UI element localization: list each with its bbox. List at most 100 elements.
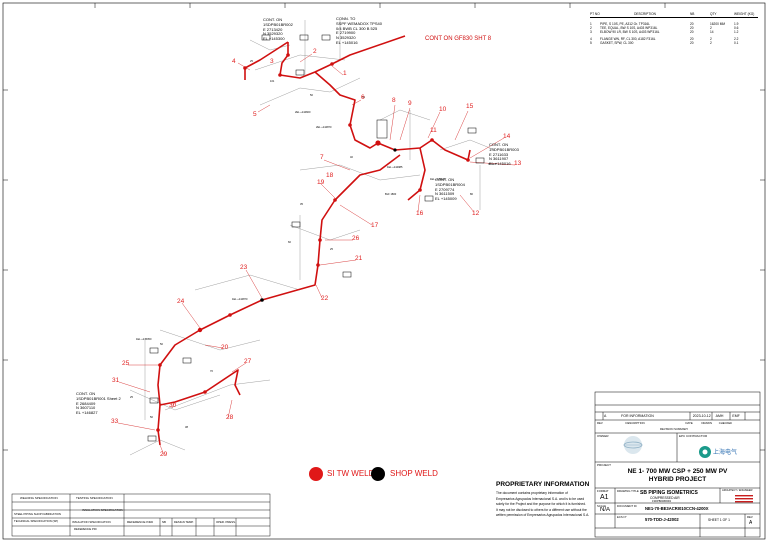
- weld-callout-leaders: [117, 53, 516, 456]
- scale-value: N/A: [600, 507, 611, 513]
- si-tw-weld-label: SI TW WELD: [327, 469, 375, 478]
- weld-number: 12: [472, 210, 480, 217]
- proprietary-text: The document contains proprietary inform…: [496, 491, 590, 517]
- continuation-note-top-left: CONT. ON 1SDPB01BR002 E 2713420 N 352932…: [263, 17, 293, 42]
- weld-number: 26: [352, 235, 360, 242]
- scale-label: SCALE: [597, 504, 607, 508]
- rev-value: A: [749, 520, 753, 526]
- svg-text:60: 60: [288, 240, 291, 244]
- weld-number: 18: [326, 172, 334, 179]
- epc-logo-text: 上海电气: [713, 450, 738, 456]
- weld-number: 6: [361, 94, 365, 101]
- weld-number: 27: [244, 358, 252, 365]
- weld-number: 24: [177, 298, 185, 305]
- insulation-spec-header: INSULATION SPECIFICATION: [82, 508, 124, 512]
- svg-text:50: 50: [310, 93, 313, 97]
- sheet-number: SHEET 1 OF 1: [708, 518, 730, 522]
- format-label: FORMAT: [597, 489, 609, 493]
- si-tw-weld-symbol: [309, 467, 323, 481]
- svg-text:25: 25: [130, 395, 133, 399]
- revision-summary: REVISION SUMMARY: [660, 427, 689, 431]
- architect-logo: [735, 495, 753, 503]
- weld-number: 7: [320, 154, 324, 161]
- shop-weld-label: SHOP WELD: [390, 469, 438, 478]
- owner-logo: [623, 436, 643, 454]
- continuation-note-right: CONT. ON 1SDPB01BR003 E 2711633 N 361190…: [489, 142, 519, 167]
- format-value: A1: [600, 494, 609, 501]
- weld-number: 11: [430, 127, 437, 134]
- project-title-line-2: HYBRID PROJECT: [648, 476, 707, 483]
- consultant-label: ARCHITECT / ENGINEER: [722, 489, 753, 492]
- weld-number: 10: [439, 106, 447, 113]
- technical-spec-value: TECHNICAL SPECIFICATION (SP): [14, 519, 59, 523]
- weld-number: 1: [343, 70, 347, 77]
- svg-text:1EL +145050: 1EL +145050: [136, 337, 152, 341]
- svg-text:25: 25: [250, 59, 253, 63]
- svg-text:55: 55: [362, 95, 365, 99]
- field-welds: [156, 53, 470, 432]
- proprietary-information: PROPRIETARY INFORMATION The document con…: [496, 481, 591, 519]
- svg-text:38: 38: [185, 425, 188, 429]
- bom-header: PT NO DESCRIPTION NB QTY WEIGHT (KG): [590, 12, 758, 18]
- weld-number: 23: [240, 264, 248, 271]
- continuation-note-mid: CONT. ON 1SDPB01BR004 E 2709774 N 361150…: [435, 177, 465, 202]
- svg-text:80: 80: [470, 192, 473, 196]
- shop-welds: [260, 148, 397, 302]
- epc-label: EPC CONTRACTOR: [679, 434, 708, 438]
- drawing-title-line-3: 1SDPB01BR001: [652, 500, 672, 503]
- svg-text:25: 25: [330, 247, 333, 251]
- proprietary-heading: PROPRIETARY INFORMATION: [496, 481, 590, 488]
- weld-number: 28: [226, 414, 234, 421]
- svg-text:BLF 1800: BLF 1800: [385, 192, 397, 196]
- welding-spec-header: WELDING SPECIFICATION: [20, 496, 58, 500]
- weld-number: 9: [408, 100, 412, 107]
- weld-number: 2: [313, 48, 317, 55]
- owner-label: OWNER: [597, 434, 609, 438]
- project-label: PROJECT: [597, 463, 612, 467]
- weld-number: 33: [111, 418, 119, 425]
- svg-text:1EL +145100: 1EL +145100: [430, 177, 446, 181]
- weld-number: 25: [122, 360, 130, 367]
- ecs-label: ECS N°: [617, 515, 627, 519]
- weld-number: 16: [416, 210, 424, 217]
- continuation-note-bottom-left: CONT. ON 1SDPB01BR001 Sheet 2 E 2684409 …: [76, 391, 121, 416]
- svg-text:2EL +144820: 2EL +144820: [295, 110, 311, 114]
- epc-logo: [699, 446, 711, 458]
- connection-note: CONN. TO SSPF WEMADOX TPS40 0/4 BWB CL 3…: [336, 16, 382, 45]
- drawing-title-label: DRAWING TITLE: [617, 489, 639, 493]
- weld-number: 30: [169, 402, 177, 409]
- weld-number: 22: [321, 295, 329, 302]
- drawing-title-line-1: SB PIPING ISOMETRICS: [640, 490, 698, 496]
- weld-number: 5: [253, 111, 257, 118]
- reference-pid-value: REFERENCE PID: [74, 527, 97, 531]
- svg-text:35: 35: [300, 202, 303, 206]
- testing-spec-header: TESTING SPECIFICATION: [76, 496, 113, 500]
- weld-number: 15: [466, 103, 474, 110]
- project-title-line-1: NE 1- 700 MW CSP + 250 MW PV: [627, 468, 728, 475]
- instrument-tags: [147, 34, 485, 442]
- svg-text:ITC 1/P: ITC 1/P: [488, 162, 497, 166]
- shop-weld-symbol: [371, 467, 385, 481]
- document-id-label: DOCUMENT ID: [617, 504, 637, 508]
- welding-spec-value: STEEL PIPING SHOP FABRICATION: [14, 512, 61, 516]
- continuation-sheet-note: CONT ON GF830 SHT 8: [425, 36, 492, 42]
- reference-pid-header: REFERENCE P&ID: [127, 520, 154, 524]
- oper-press-header: OPER. PRESS.: [216, 520, 236, 524]
- document-id: NE1-70-BE3ACRI010CCN-4200X: [645, 506, 709, 511]
- weld-number: 4: [232, 58, 236, 65]
- insulation-spec-value: INSULATION SPECIFICATION: [72, 520, 111, 524]
- weld-number: 31: [112, 377, 120, 384]
- svg-text:40: 40: [350, 155, 353, 159]
- svg-text:2EL +144870: 2EL +144870: [316, 125, 332, 129]
- svg-text:50: 50: [150, 415, 153, 419]
- revision-header: REV DESCRIPTION DATE DRAWN CHECKED: [597, 421, 733, 425]
- drawing-title-line-2: COMPRESSED AIR: [650, 496, 680, 500]
